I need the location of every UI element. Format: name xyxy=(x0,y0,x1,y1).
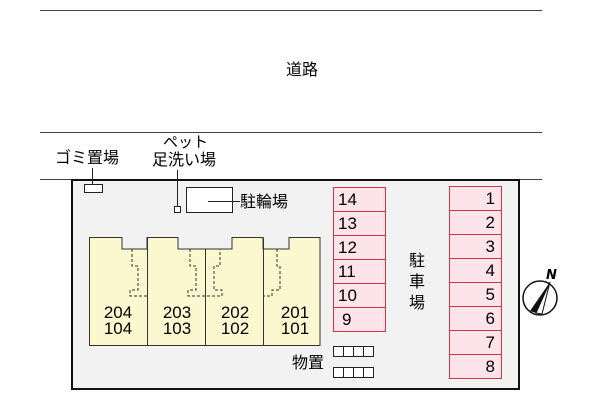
parking-slot-4: 4 xyxy=(450,259,501,283)
bicycle-label: 駐輪場 xyxy=(240,192,289,211)
road-edge-top xyxy=(40,10,542,11)
parking-column-right: 1 2 3 4 5 6 7 8 xyxy=(449,186,502,379)
parking-slot-12: 12 xyxy=(334,236,385,260)
parking-slot-11: 11 xyxy=(334,260,385,284)
bicycle-leader-line xyxy=(208,201,240,202)
parking-slot-3: 3 xyxy=(450,235,501,259)
pet-label-line1: ペット xyxy=(163,133,209,151)
parking-slot-2: 2 xyxy=(450,211,501,235)
storage-row-bottom xyxy=(333,367,374,378)
pet-leader-line xyxy=(177,170,178,206)
parking-slot-1: 1 xyxy=(450,187,501,211)
parking-slot-5: 5 xyxy=(450,283,501,307)
road-edge-bottom xyxy=(40,132,542,133)
compass-icon xyxy=(522,280,558,316)
parking-slot-10: 10 xyxy=(334,284,385,308)
parking-slot-6: 6 xyxy=(450,307,501,331)
pet-wash-area xyxy=(174,206,181,213)
parking-label: 駐車場 xyxy=(409,251,426,312)
road-label: 道路 xyxy=(286,60,319,79)
compass-north-label: N xyxy=(546,268,557,283)
storage-label: 物置 xyxy=(292,353,325,372)
parking-column-left: 14 13 12 11 10 9 xyxy=(333,187,386,332)
parking-slot-9: 9 xyxy=(334,308,385,331)
garbage-area xyxy=(84,184,103,193)
parking-slot-13: 13 xyxy=(334,212,385,236)
parking-slot-8: 8 xyxy=(450,355,501,378)
storage-row-top xyxy=(333,346,374,357)
pet-label-line2: 足洗い場 xyxy=(152,150,217,169)
parking-slot-14: 14 xyxy=(334,188,385,212)
garbage-label: ゴミ置場 xyxy=(55,148,120,167)
garbage-leader-line xyxy=(92,168,93,184)
parking-slot-7: 7 xyxy=(450,331,501,355)
bicycle-parking-area xyxy=(186,187,233,213)
